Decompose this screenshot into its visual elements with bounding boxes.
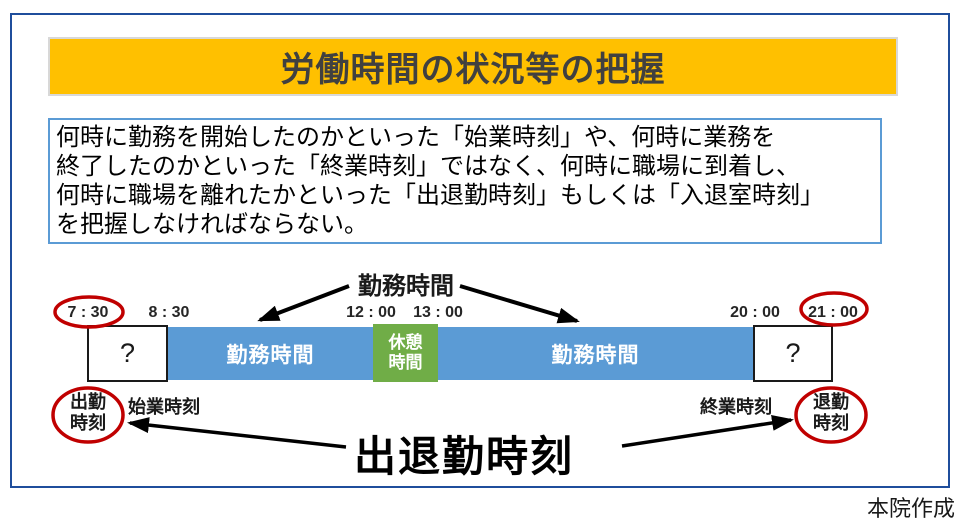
description-line: を把握しなければならない。 [56,211,368,238]
time-label-2000: 20 : 00 [730,304,780,321]
page-title: 労働時間の状況等の把握 [280,51,666,89]
credit-note: 本院作成 [866,496,955,521]
description-line: 何時に職場を離れたかといった「出退勤時刻」もしくは「入退室時刻」 [56,182,824,209]
description-line: 何時に勤務を開始したのかといった「始業時刻」や、何時に業務を [56,124,776,151]
break-label-line1: 休憩 [388,333,423,352]
time-label-2100: 21 : 00 [808,304,858,321]
description-line: 終了したのかといった「終業時刻」ではなく、何時に職場に到着し、 [56,153,800,180]
departure-time-line2: 時刻 [813,413,849,433]
departure-time-line1: 退勤 [813,392,849,412]
segment-work-afternoon: 勤務時間 [438,327,753,380]
description-box: 何時に勤務を開始したのかといった「始業時刻」や、何時に業務を 終了したのかといっ… [48,118,882,244]
arrival-time-line2: 時刻 [70,413,106,433]
time-label-1200: 12 : 00 [346,304,396,321]
arrival-time-line1: 出勤 [70,392,106,412]
end-time-label: 終業時刻 [700,397,772,417]
time-label-1300: 13 : 00 [413,304,463,321]
time-label-0730: 7 : 30 [67,304,109,321]
start-time-label: 始業時刻 [128,397,200,417]
segment-break: 休憩 時間 [373,324,438,382]
segment-unknown-left: ? [87,325,168,382]
title-banner: 労働時間の状況等の把握 [48,37,898,96]
break-label-line2: 時間 [388,353,423,372]
work-time-top-label: 勤務時間 [358,273,454,300]
segment-unknown-right: ? [753,325,833,382]
segment-work-morning: 勤務時間 [168,327,373,380]
arrival-departure-big-label: 出退勤時刻 [353,433,575,480]
arrival-time-label: 出勤 時刻 [70,392,106,434]
departure-time-label: 退勤 時刻 [813,392,849,434]
time-label-0830: 8 : 30 [148,304,190,321]
